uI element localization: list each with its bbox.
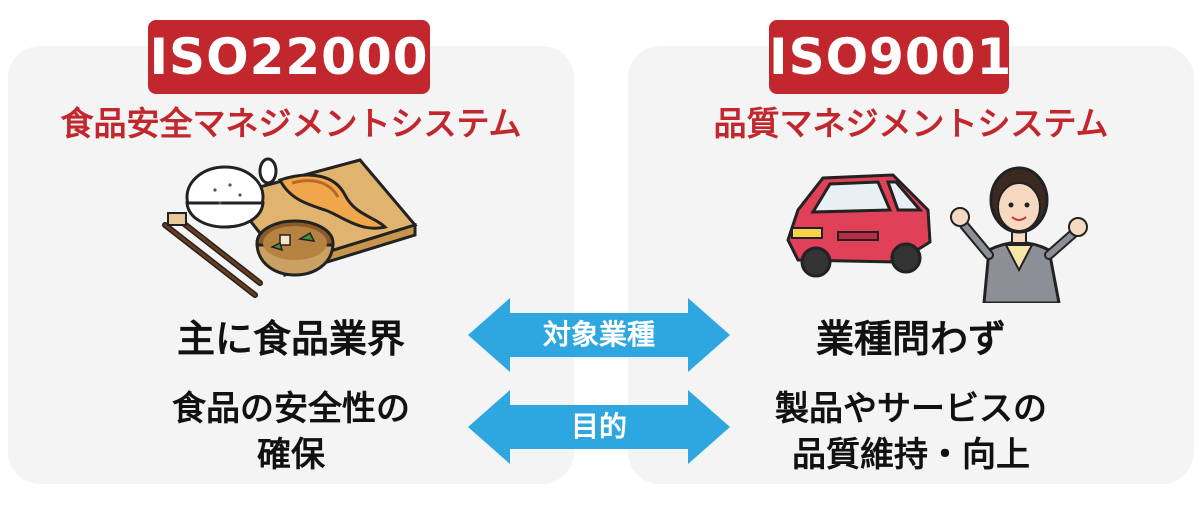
japanese-meal-icon [160, 155, 420, 303]
iso22000-purpose-line1: 食品の安全性の [172, 389, 410, 429]
purpose-arrow: 目的 [468, 390, 730, 464]
businesswoman-icon [944, 155, 1094, 305]
iso22000-subtitle: 食品安全マネジメントシステム [60, 104, 522, 143]
scope-arrow: 対象業種 [468, 298, 730, 372]
double-arrow-icon [468, 298, 730, 372]
iso9001-subtitle: 品質マネジメントシステム [713, 104, 1109, 143]
scope-label: 対象業種 [542, 318, 655, 351]
iso22000-badge: ISO22000 [148, 20, 430, 94]
car-icon [778, 170, 938, 282]
iso9001-purpose: 製品やサービスの 品質維持・向上 [628, 386, 1194, 478]
double-arrow-icon [468, 390, 730, 464]
iso9001-purpose-line2: 品質維持・向上 [792, 435, 1030, 475]
iso9001-scope: 業種問わず [815, 317, 1006, 361]
iso22000-purpose-line2: 確保 [257, 435, 325, 475]
purpose-label: 目的 [570, 410, 627, 443]
iso9001-badge: ISO9001 [769, 20, 1011, 94]
iso22000-scope: 主に食品業界 [176, 317, 405, 361]
iso9001-purpose-line1: 製品やサービスの [775, 389, 1047, 429]
iso22000-purpose: 食品の安全性の 確保 [8, 386, 574, 478]
